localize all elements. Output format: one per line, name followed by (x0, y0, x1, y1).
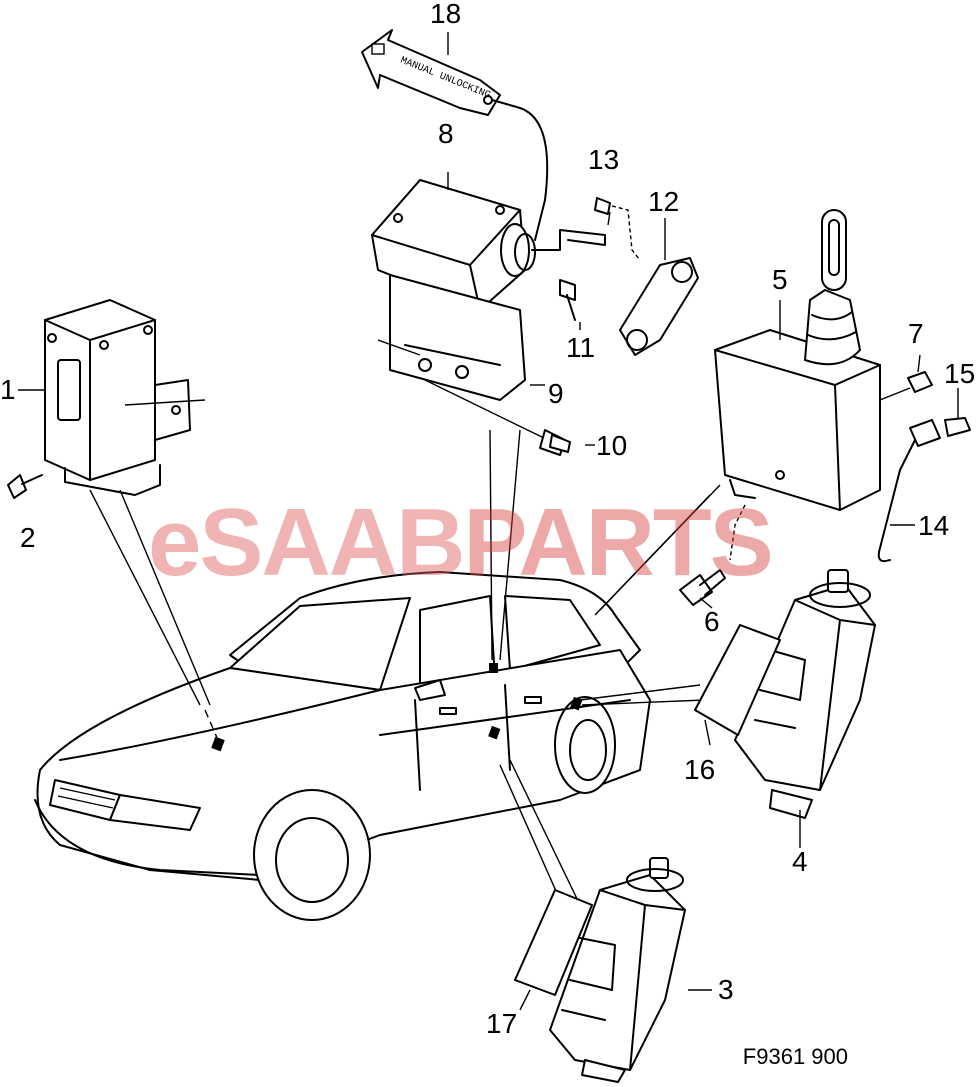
callout-6: 6 (704, 606, 720, 637)
callout-11: 11 (566, 332, 596, 363)
callout-2: 2 (20, 522, 36, 553)
callout-5: 5 (772, 264, 788, 295)
watermark-prefix: eSAAB (148, 489, 465, 596)
part-3-door-actuator (514, 857, 686, 1083)
part-5-actuator (679, 209, 971, 606)
part-4-door-actuator (694, 569, 876, 819)
part-8-lock-motor (371, 179, 606, 456)
callout-13: 13 (588, 144, 620, 175)
leader-lines (89, 429, 721, 906)
watermark-suffix: PARTS (463, 489, 773, 596)
callout-4: 4 (792, 846, 808, 877)
callout-15: 15 (944, 358, 976, 389)
callout-14: 14 (918, 510, 950, 541)
callout-3: 3 (718, 974, 734, 1005)
callout-18: 18 (430, 0, 462, 29)
watermark: eSAABPARTS (148, 488, 774, 598)
callout-12: 12 (648, 186, 680, 217)
callout-17: 17 (486, 1008, 518, 1039)
part-11-12-13-linkage (559, 197, 699, 356)
part-1-control-module (7, 299, 206, 499)
car-illustration (34, 571, 651, 921)
callout-10: 10 (596, 430, 628, 461)
callout-16: 16 (684, 754, 716, 785)
figure-code: F9361 900 (742, 1044, 848, 1069)
callout-9: 9 (548, 378, 564, 409)
callout-7: 7 (908, 318, 924, 349)
callout-8: 8 (438, 118, 454, 149)
callout-1: 1 (0, 374, 16, 405)
callout-leaders (18, 32, 959, 1011)
